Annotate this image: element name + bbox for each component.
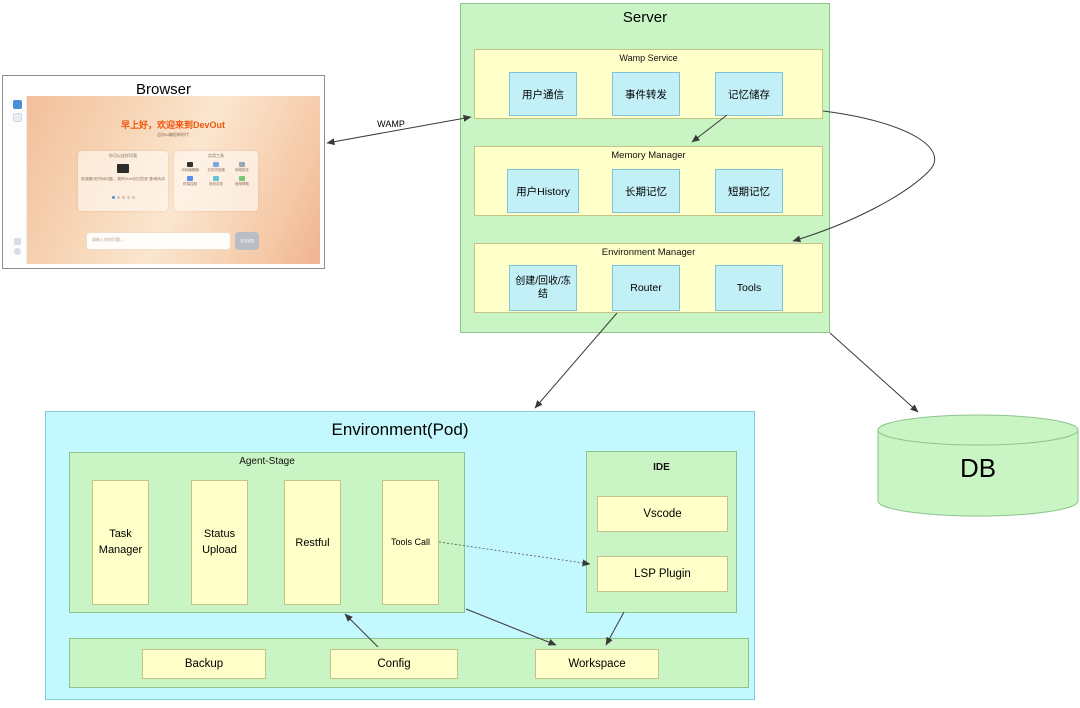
server-title: Server [622, 9, 668, 26]
send-button[interactable]: 发送消息 [235, 232, 259, 250]
carousel-dots[interactable] [78, 186, 168, 204]
terminal-icon [187, 175, 193, 181]
restful-node: Restful [284, 480, 341, 605]
ide-node: IDE Vscode LSP Plugin [586, 451, 737, 613]
backup-node: Backup [142, 649, 266, 679]
lsp-plugin-node: LSP Plugin [597, 556, 728, 592]
tools-grid: 代码编辑器 文件浏览器 网络助手 终端控制 网页浏览 使用帮助 [174, 161, 258, 186]
user-comm-node: 用户通信 [509, 72, 577, 116]
laptop-icon [117, 163, 129, 173]
server-node: Server Wamp Service 用户通信 事件转发 记忆储存 Memor… [460, 3, 830, 333]
app-logo-icon [13, 100, 22, 109]
question-input[interactable]: 请输入你的问题.... [86, 232, 231, 250]
suggestion-text[interactable]: 帮我解决代码问题，我的Vue项目信息 查询再次 [81, 176, 166, 181]
suggestion-card: 你可以这样问我 帮我解决代码问题，我的Vue项目信息 查询再次 [78, 151, 168, 211]
file-browser-icon [213, 161, 219, 167]
memory-store-node: 记忆储存 [715, 72, 783, 116]
tool-item[interactable]: 网页浏览 [203, 175, 229, 186]
tools-card: 实用工具 代码编辑器 文件浏览器 网络助手 终端控制 网页浏览 使用帮助 [174, 151, 258, 211]
tool-item[interactable]: 终端控制 [177, 175, 203, 186]
wamp-service-node: Wamp Service 用户通信 事件转发 记忆储存 [474, 49, 823, 119]
ide-title: IDE [653, 462, 670, 473]
agent-stage-title: Agent-Stage [239, 456, 295, 467]
browser-screenshot: 早上好，欢迎来到DevOut 迈向AI编程新时代 你可以这样问我 帮我解决代码问… [9, 96, 320, 264]
help-doc-icon [239, 175, 245, 181]
suggestion-card-title: 你可以这样问我 [109, 153, 137, 158]
page-heading: 早上好，欢迎来到DevOut [120, 120, 225, 130]
tool-item[interactable]: 文件浏览器 [203, 161, 229, 172]
chat-icon[interactable] [13, 113, 22, 122]
long-memory-node: 长期记忆 [612, 169, 680, 213]
workspace-node: Workspace [535, 649, 659, 679]
wamp-service-title: Wamp Service [619, 53, 678, 63]
tool-item[interactable]: 使用帮助 [229, 175, 255, 186]
tools-node: Tools [715, 265, 783, 311]
agent-stage-node: Agent-Stage Task Manager Status Upload R… [69, 452, 465, 613]
settings-icon[interactable] [14, 248, 21, 255]
code-editor-icon [187, 161, 193, 167]
db-label: DB [960, 453, 996, 483]
environment-manager-title: Environment Manager [601, 247, 696, 258]
short-memory-node: 短期记忆 [715, 169, 783, 213]
status-upload-node: Status Upload [191, 480, 248, 605]
help-icon[interactable] [14, 238, 21, 245]
router-node: Router [612, 265, 680, 311]
environment-manager-node: Environment Manager 创建/回收/冻结 Router Tool… [474, 243, 823, 313]
browser-page: 早上好，欢迎来到DevOut 迈向AI编程新时代 你可以这样问我 帮我解决代码问… [26, 96, 320, 264]
memory-manager-title: Memory Manager [611, 150, 686, 161]
vscode-node: Vscode [597, 496, 728, 532]
browser-title: Browser [135, 81, 191, 98]
lifecycle-node: 创建/回收/冻结 [509, 265, 577, 311]
tool-item[interactable]: 网络助手 [229, 161, 255, 172]
environment-pod-node: Environment(Pod) Agent-Stage Task Manage… [45, 411, 755, 700]
event-forward-node: 事件转发 [612, 72, 680, 116]
storage-bar-node: Backup Config Workspace [69, 638, 749, 688]
browser-sidebar [9, 96, 27, 264]
tools-card-title: 实用工具 [208, 153, 224, 158]
page-subheading: 迈向AI编程新时代 [157, 132, 189, 137]
db-node: DB [877, 414, 1079, 517]
wamp-connector-label: WAMP [377, 119, 405, 129]
task-manager-node: Task Manager [92, 480, 149, 605]
browser-node: Browser 早上好，欢迎来到DevOut 迈向AI编程新时代 你可以这样问我… [2, 75, 325, 269]
web-icon [213, 175, 219, 181]
user-history-node: 用户History [507, 169, 579, 213]
tool-item[interactable]: 代码编辑器 [177, 161, 203, 172]
config-node: Config [330, 649, 458, 679]
pod-title: Environment(Pod) [331, 420, 469, 439]
question-input-placeholder: 请输入你的问题.... [92, 237, 125, 242]
tools-call-node: Tools Call [382, 480, 439, 605]
browser-server-connector [326, 114, 472, 146]
network-icon [239, 161, 245, 167]
server-db-connector [829, 332, 919, 413]
memory-manager-node: Memory Manager 用户History 长期记忆 短期记忆 [474, 146, 823, 216]
